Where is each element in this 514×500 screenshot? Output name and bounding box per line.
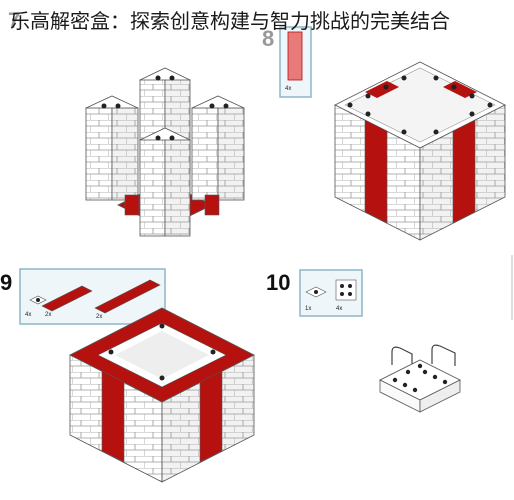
- step9-part-qty-2: 2x: [45, 312, 52, 318]
- step8-part-qty: 4x: [285, 86, 292, 92]
- step10-part-qty-2: 4x: [336, 306, 343, 312]
- step-number-7: 7: [8, 8, 21, 33]
- page-title: 乐高解密盒：探索创意构建与智力挑战的完美结合: [10, 9, 450, 33]
- step8-red-tile: [287, 31, 303, 81]
- step-number-9: 9: [0, 270, 13, 295]
- step10-part-qty-1: 1x: [305, 306, 312, 312]
- step9-parts-box: [19, 268, 166, 325]
- step9-model: [69, 307, 255, 483]
- step8-model: [334, 61, 506, 241]
- step9-part-qty-3: 2x: [96, 314, 103, 320]
- step-number-10: 10: [266, 270, 291, 295]
- step10-model: [379, 344, 461, 413]
- step9-part-qty-1: 4x: [25, 312, 32, 318]
- step-number-8: 8: [262, 26, 275, 51]
- step7-model: [85, 67, 245, 237]
